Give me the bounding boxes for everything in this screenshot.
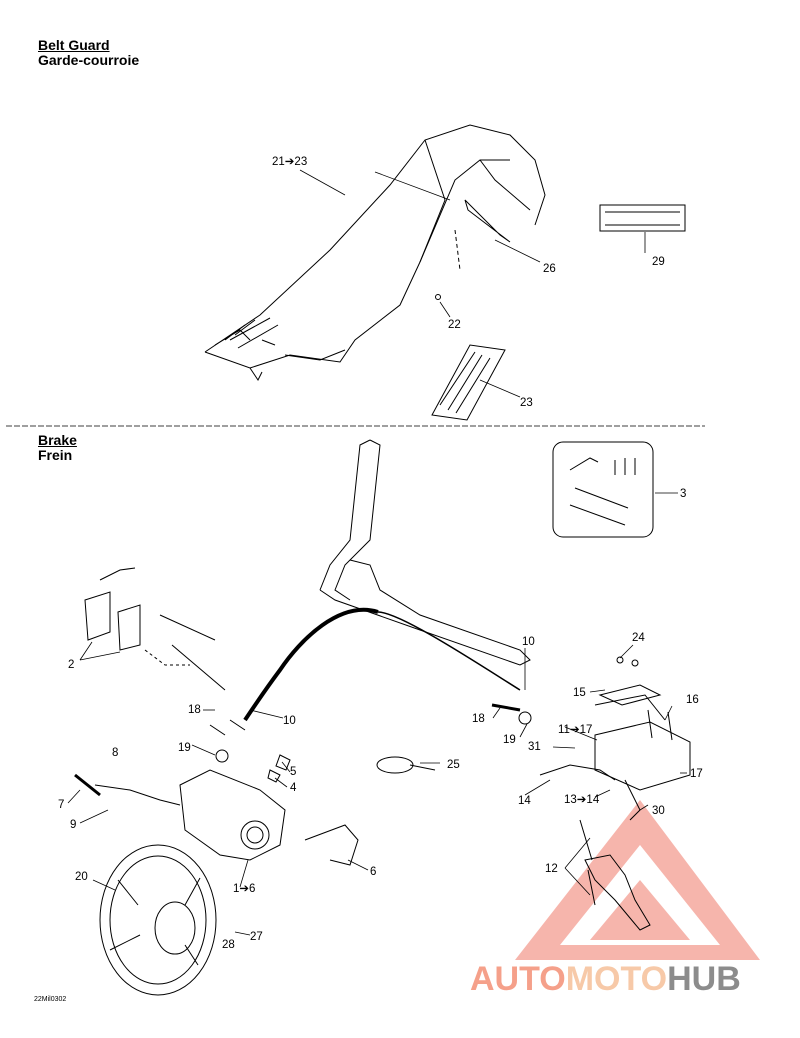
callout-18: 18 [188, 704, 201, 716]
brake-leaders [67, 492, 687, 936]
callout-5: 5 [290, 766, 296, 778]
callout-27: 27 [250, 931, 263, 943]
callout-13-14: 13➔14 [564, 794, 600, 806]
callout-15: 15 [573, 687, 586, 699]
callout-19: 19 [178, 742, 191, 754]
title-en: Brake [38, 432, 77, 448]
callout-6: 6 [370, 866, 376, 878]
brake-callouts: 3 24 10 15 16 18 11➔17 19 31 17 14 13➔14… [58, 488, 703, 951]
callout-12: 12 [545, 863, 558, 875]
callout-2: 2 [68, 659, 74, 671]
callout-17: 17 [690, 768, 703, 780]
watermark-text: AUTOMOTOHUB [470, 960, 741, 999]
callout-18: 18 [472, 713, 485, 725]
callout-21-23: 21➔23 [272, 156, 307, 168]
callout-4: 4 [290, 782, 297, 794]
callout-16: 16 [686, 694, 699, 706]
reference-code: 22Mil0302 [34, 996, 67, 1003]
callout-9: 9 [70, 819, 76, 831]
callout-22: 22 [448, 319, 461, 331]
watermark-part3: HUB [667, 960, 741, 998]
callout-10: 10 [283, 715, 296, 727]
section-title-belt-guard: Belt Guard Garde-courroie [38, 38, 139, 68]
callout-3: 3 [680, 488, 686, 500]
callout-1-6: 1➔6 [233, 883, 255, 895]
callout-23: 23 [520, 397, 533, 409]
callout-30: 30 [652, 805, 665, 817]
title-en: Belt Guard [38, 37, 110, 53]
belt-guard-drawing [204, 124, 686, 421]
callout-29: 29 [652, 256, 665, 268]
callout-14: 14 [518, 795, 531, 807]
title-fr: Garde-courroie [38, 52, 140, 68]
title-fr: Frein [38, 447, 73, 463]
belt-guard-callouts: 21➔23 26 29 22 23 [272, 156, 665, 409]
callout-28: 28 [222, 939, 235, 951]
callout-26: 26 [543, 263, 556, 275]
callout-31: 31 [528, 741, 541, 753]
watermark-part1: AUTO [470, 960, 566, 998]
callout-7: 7 [58, 799, 64, 811]
callout-25: 25 [447, 759, 460, 771]
callout-24: 24 [632, 632, 645, 644]
callout-8: 8 [112, 747, 118, 759]
callout-20: 20 [75, 871, 88, 883]
watermark-logo [515, 800, 760, 960]
callout-11-17: 11➔17 [558, 724, 592, 736]
callout-10: 10 [522, 636, 535, 648]
section-title-brake: Brake Frein [38, 433, 77, 463]
callout-19: 19 [503, 734, 516, 746]
watermark-part2: MOTO [565, 960, 668, 998]
belt-guard-leaders [299, 169, 646, 398]
